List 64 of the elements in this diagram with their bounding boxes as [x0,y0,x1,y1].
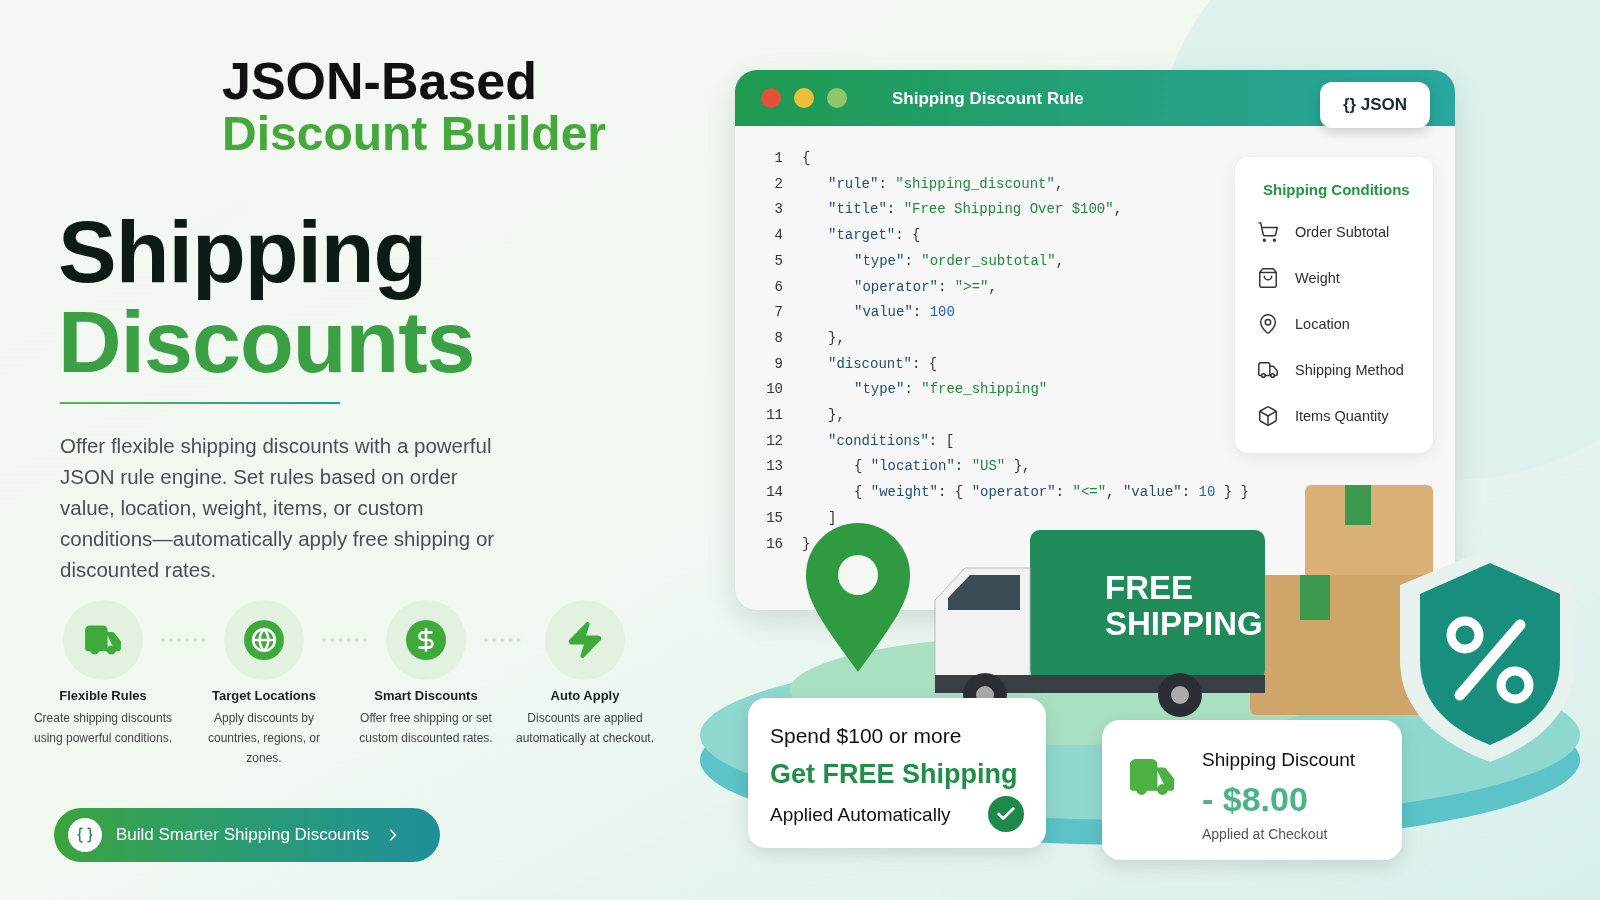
feature-title: Smart Discounts [374,687,478,705]
code-line: "discount": { [828,354,938,374]
discount-amount: - $8.00 [1202,779,1308,820]
line-number: 2 [773,174,783,194]
line-number: 3 [773,200,783,220]
description: Offer flexible shipping discounts with a powerful JSON rule engine. Set rules based on order value, location, weight, items, or custom conditions—automatically apply free shipping or discounted rates. [60,433,496,583]
line-number: 14 [765,483,783,503]
feature-title: Target Locations [212,687,316,705]
code-line: "title": "Free Shipping Over $100", [828,200,1123,220]
feature-title: Flexible Rules [59,687,147,705]
promo-condition: Spend $100 or more [770,723,962,749]
discount-note: Applied at Checkout [1202,825,1328,844]
line-number: 6 [773,277,783,297]
code-line: "rule": "shipping_discount", [828,174,1064,194]
code-line: "target": { [828,226,921,246]
code-line: "type": "free_shipping" [854,380,1048,400]
discount-card [1102,720,1402,860]
line-number: 9 [773,354,783,374]
dotted-connector [161,638,206,642]
code-line: } [802,534,811,554]
code-line: }, [828,406,845,425]
condition-name: Shipping Method [1295,361,1404,380]
line-number: 8 [773,328,783,348]
code-line: "type": "order_subtotal", [854,251,1065,271]
code-line: }, [828,328,845,348]
line-number: 13 [765,457,783,477]
line-number: 16 [765,534,783,554]
line-number: 5 [773,251,783,271]
line-number: 11 [765,406,783,425]
line-number: 1 [773,149,783,168]
feature-description: Create shipping discounts using powerful conditions. [33,709,173,747]
code-line: ] [828,508,837,528]
code-line: { "weight": { "operator": "<=", "value": 10 } } [854,483,1249,503]
condition-name: Order Subtotal [1295,223,1390,242]
product-name-line: JSON-Based [222,55,537,107]
window-title: Shipping Discount Rule [892,88,1084,110]
panel-heading: Shipping Conditions [1263,180,1410,200]
code-line: { [802,149,811,168]
line-number: 10 [765,380,783,400]
code-line: "conditions": [ [828,431,955,451]
promo-note: Applied Automatically [770,803,951,827]
discount-title: Shipping Discount [1202,748,1356,772]
line-number: 12 [765,431,783,451]
condition-name: Items Quantity [1295,407,1389,426]
promo-offer: Get FREE Shipping [770,758,1018,791]
code-line: { "location": "US" }, [854,457,1031,477]
truck-lettering: FREE SHIPPING [1105,570,1264,642]
feature-description: Discounts are applied automatically at checkout. [515,709,655,747]
condition-name: Location [1295,315,1350,334]
line-number: 7 [773,303,783,323]
format-badge: {} JSON [1320,82,1430,128]
line-number: 4 [773,226,783,246]
condition-name: Weight [1295,269,1340,288]
feature-description: Apply discounts by countries, regions, or zones. [206,709,322,767]
promo-card [748,698,1046,848]
feature-description: Offer free shipping or set custom discounted rates. [358,709,494,747]
product-name-line: Discount Builder [222,110,607,158]
code-line: "value": 100 [854,303,955,323]
dotted-connector [322,638,368,642]
conditions-panel [1235,157,1433,453]
code-line: "operator": ">=", [854,277,997,297]
line-number: 15 [765,508,783,528]
call-to-action-button: Build Smarter Shipping Discounts [54,808,440,862]
feature-title: Auto Apply [550,687,620,705]
